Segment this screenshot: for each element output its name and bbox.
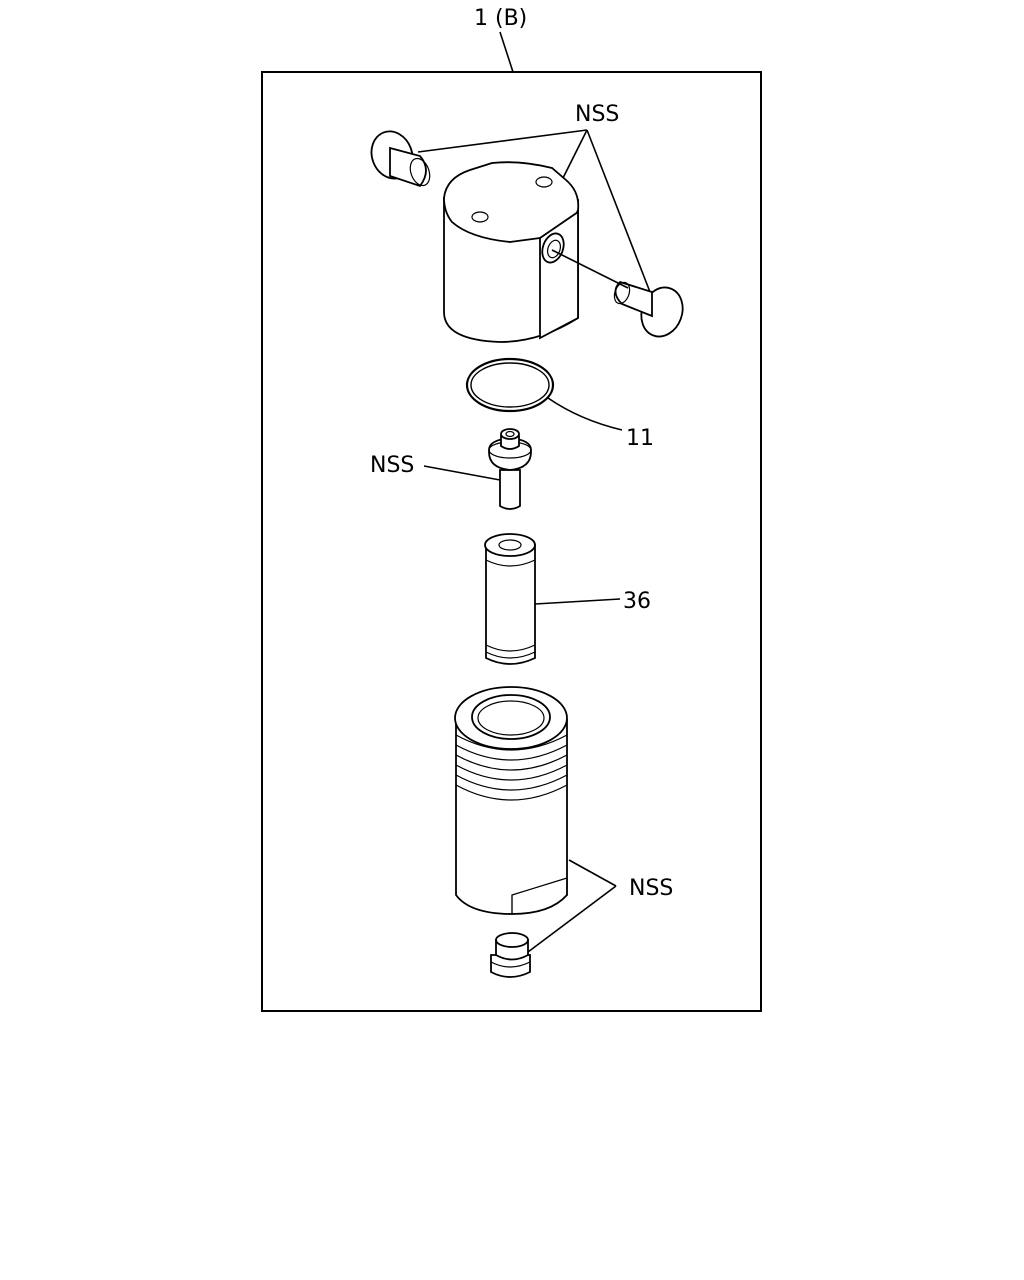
leader-oring bbox=[547, 397, 623, 431]
assembly-label: 1 (B) bbox=[474, 6, 527, 31]
valve-pin bbox=[488, 428, 532, 510]
drain-plug bbox=[490, 932, 531, 978]
leader-nss-top-block bbox=[562, 129, 588, 179]
leader-nss-bottom-housing bbox=[568, 859, 617, 887]
callout-filter: 36 bbox=[623, 589, 651, 614]
assembly-leader bbox=[499, 31, 514, 73]
leader-nss-top-right bbox=[586, 129, 651, 293]
screw-axis-line bbox=[551, 249, 629, 289]
callout-nss-middle: NSS bbox=[370, 453, 414, 478]
screw-right bbox=[613, 280, 684, 338]
filter-housing bbox=[454, 686, 568, 915]
head-block bbox=[443, 161, 580, 343]
callout-oring: 11 bbox=[626, 426, 654, 451]
callout-nss-bottom: NSS bbox=[629, 876, 673, 901]
assembly-frame bbox=[261, 71, 762, 1012]
leader-nss-bottom-plug bbox=[527, 885, 617, 953]
filter-cartridge bbox=[484, 533, 536, 665]
leader-nss-top-left bbox=[417, 129, 588, 153]
o-ring bbox=[465, 357, 555, 413]
leader-filter bbox=[534, 598, 621, 605]
leader-nss-middle bbox=[423, 465, 501, 481]
screw-left bbox=[370, 130, 431, 188]
callout-nss-top: NSS bbox=[575, 102, 619, 127]
